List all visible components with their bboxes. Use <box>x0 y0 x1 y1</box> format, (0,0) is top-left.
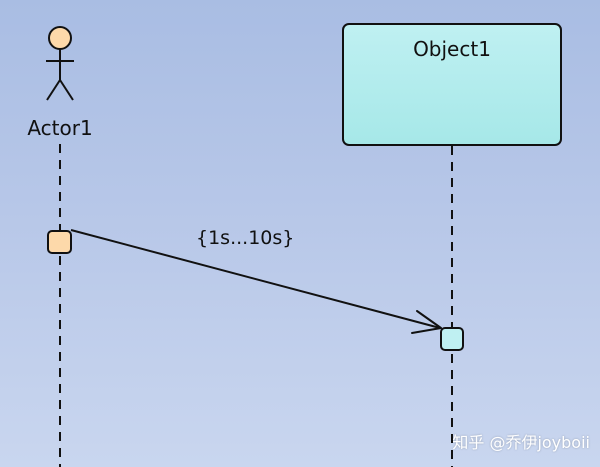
message-constraint-label: {1s...10s} <box>196 227 295 249</box>
object-activation[interactable] <box>440 327 464 351</box>
actor-activation[interactable] <box>47 230 72 254</box>
message-arrow[interactable] <box>70 229 441 329</box>
object-label: Object1 <box>413 37 491 61</box>
actor-figure-icon[interactable] <box>46 26 74 101</box>
object-box[interactable] <box>342 23 562 146</box>
arrowhead-icon <box>411 310 442 334</box>
actor-label: Actor1 <box>27 116 93 140</box>
watermark: 知乎 @乔伊joyboii <box>452 433 590 452</box>
